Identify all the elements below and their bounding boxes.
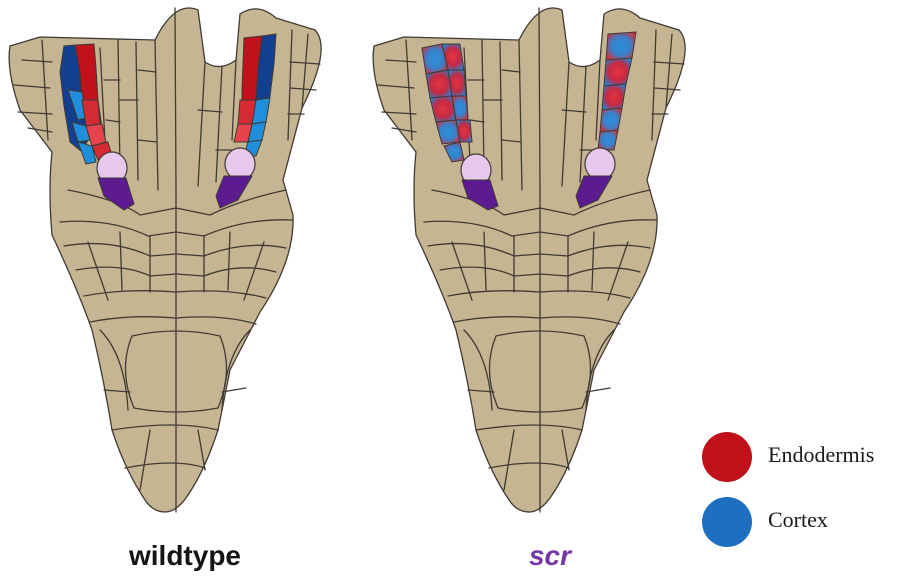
scr-root (373, 8, 685, 512)
endodermis-swatch (702, 432, 752, 482)
legend-item-endodermis: Endodermis (702, 432, 917, 482)
wildtype-label: wildtype (110, 540, 260, 572)
legend-label-cortex: Cortex (768, 507, 828, 533)
legend-label-endodermis: Endodermis (768, 442, 874, 468)
cortex-swatch (702, 497, 752, 547)
scr-label: scr (475, 540, 625, 572)
wildtype-root (9, 8, 321, 512)
legend-item-cortex: Cortex (702, 497, 917, 547)
